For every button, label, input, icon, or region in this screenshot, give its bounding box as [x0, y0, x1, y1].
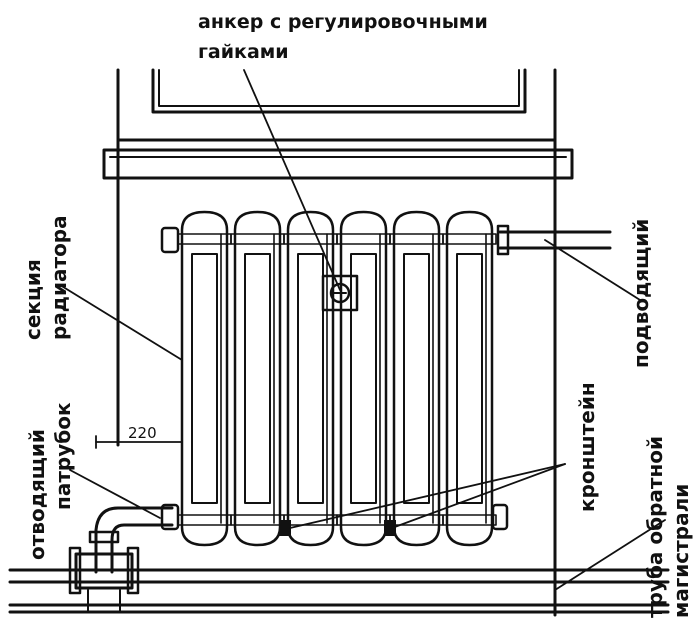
anchor-bolt — [321, 274, 359, 312]
section-label-line1: секция — [21, 259, 45, 340]
outlet-label-line2: патрубок — [51, 402, 75, 510]
anchor-leader — [243, 69, 341, 291]
return-leader — [554, 519, 666, 591]
section-label-line2: радиатора — [47, 215, 71, 340]
bracket-left — [279, 520, 291, 536]
radiator-section — [442, 210, 497, 547]
supply-pipe — [496, 224, 612, 256]
radiator-section — [230, 210, 285, 547]
supply-label: подводящий — [629, 219, 653, 368]
anchor-label-line1: анкер с регулировочными — [198, 11, 488, 33]
bracket-label: кронштейн — [575, 382, 599, 512]
outlet-leader — [69, 469, 161, 519]
bracket-leader-right — [391, 463, 566, 529]
dimension-label: 220 — [128, 424, 157, 442]
radiator-sections — [177, 210, 497, 547]
leader-lines — [59, 69, 666, 591]
radiator — [160, 210, 509, 547]
radiator-section — [177, 210, 232, 547]
top-left-plug — [160, 226, 180, 254]
outlet-pipe-assembly — [68, 506, 174, 613]
bracket-right — [384, 520, 396, 536]
return-main-pipes — [8, 568, 670, 614]
return-label-line1: труба обратной — [643, 436, 667, 618]
anchor-label-line2: гайками — [198, 41, 289, 63]
window-opening — [116, 68, 557, 617]
radiator-section — [283, 210, 338, 547]
radiator-section — [336, 210, 391, 547]
dimension-220: 220 — [95, 424, 183, 449]
section-leader — [59, 284, 183, 361]
outlet-label-line1: отводящий — [25, 429, 49, 560]
return-label-line2: магистрали — [669, 484, 693, 618]
supply-leader — [544, 239, 641, 301]
bracket-leader-left — [289, 463, 566, 529]
window-sill — [102, 138, 574, 180]
